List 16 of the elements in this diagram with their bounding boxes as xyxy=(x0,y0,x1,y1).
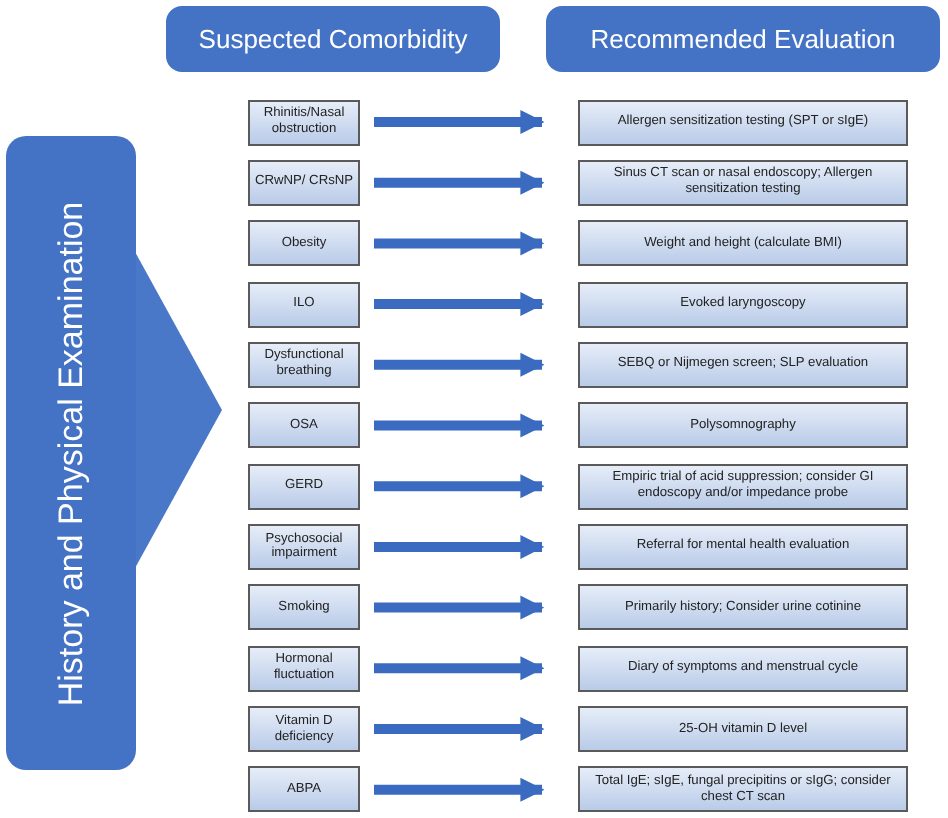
side-title: History and Physical Examination xyxy=(51,200,91,706)
arrow xyxy=(374,352,545,377)
arrow xyxy=(374,474,545,499)
arrow xyxy=(374,777,545,802)
arrow xyxy=(374,170,545,195)
arrow xyxy=(374,534,545,559)
arrow xyxy=(374,231,545,256)
arrow xyxy=(374,110,545,134)
side-panel xyxy=(6,136,136,770)
arrow xyxy=(374,656,545,681)
column-header: Suspected Comorbidity xyxy=(166,6,500,72)
arrow xyxy=(374,292,545,317)
arrow xyxy=(374,717,545,741)
arrow xyxy=(374,413,545,438)
arrow xyxy=(374,595,545,620)
column-header: Recommended Evaluation xyxy=(546,6,940,72)
